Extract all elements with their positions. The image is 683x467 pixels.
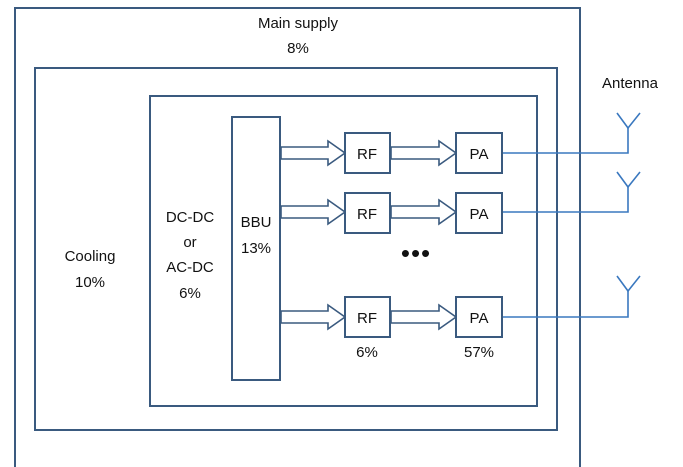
bbu-to-rf-arrow-3 [280, 303, 347, 331]
more-chains-ellipsis: ••• [401, 238, 431, 268]
bbu-to-rf-arrow-2 [280, 198, 347, 226]
antenna-label: Antenna [602, 75, 659, 92]
converter-percent: 6% [179, 285, 201, 302]
bbu-label: BBU [241, 214, 272, 231]
rf-percent: 6% [356, 344, 378, 361]
bbu-to-rf-arrow-1 [280, 139, 347, 167]
rf-to-pa-arrow-2 [390, 198, 458, 226]
pa-to-antenna-line-1 [503, 128, 629, 154]
rf-label-3: RF [357, 310, 377, 327]
converter-label-dcdc: DC-DC [166, 209, 214, 226]
rf-block-1 [344, 132, 391, 174]
converter-label-or: or [183, 234, 196, 251]
antenna-icon-1 [616, 112, 641, 130]
pa-block-3 [455, 296, 503, 338]
rf-block-3 [344, 296, 391, 338]
pa-percent: 57% [464, 344, 494, 361]
pa-label-2: PA [470, 206, 489, 223]
cooling-percent: 10% [75, 274, 105, 291]
pa-to-antenna-line-2 [503, 187, 629, 213]
converter-box [149, 95, 538, 407]
pa-block-1 [455, 132, 503, 174]
converter-label-acdc: AC-DC [166, 259, 214, 276]
rf-block-2 [344, 192, 391, 234]
bbu-box [231, 116, 281, 381]
pa-label-1: PA [470, 146, 489, 163]
rf-to-pa-arrow-3 [390, 303, 458, 331]
pa-block-2 [455, 192, 503, 234]
rf-label-2: RF [357, 206, 377, 223]
main-supply-box [14, 7, 581, 467]
antenna-icon-3 [616, 275, 641, 293]
antenna-icon-2 [616, 171, 641, 189]
main-supply-percent: 8% [287, 40, 309, 57]
cooling-label: Cooling [65, 248, 116, 265]
pa-label-3: PA [470, 310, 489, 327]
pa-to-antenna-line-3 [503, 291, 629, 318]
cooling-box [34, 67, 558, 431]
rf-to-pa-arrow-1 [390, 139, 458, 167]
rf-label-1: RF [357, 146, 377, 163]
bbu-percent: 13% [241, 240, 271, 257]
main-supply-label: Main supply [258, 15, 339, 32]
